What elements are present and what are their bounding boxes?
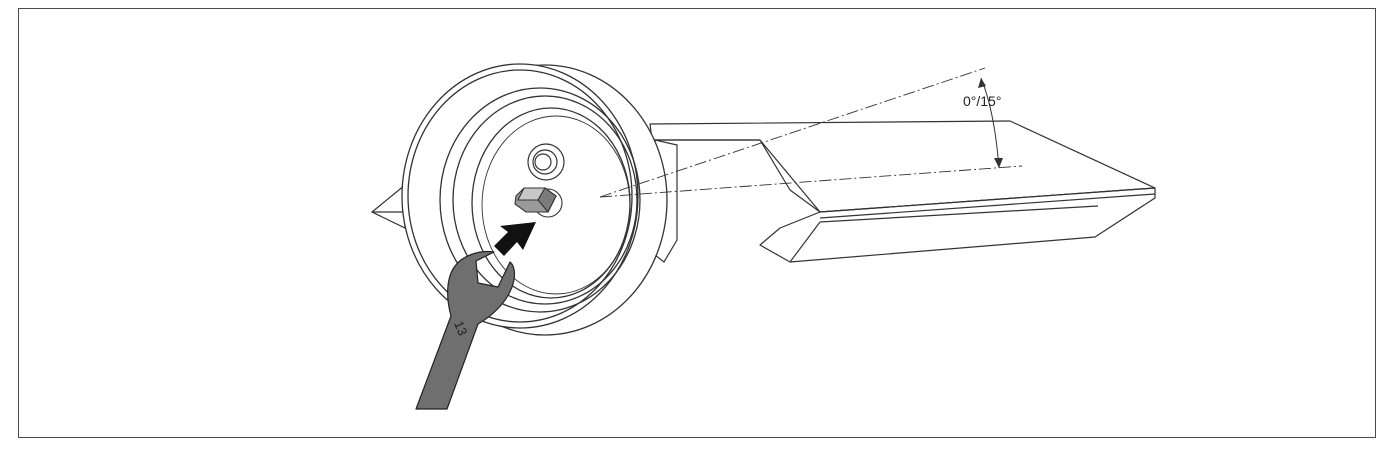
angle-arc [978, 77, 1003, 169]
left-tip [370, 183, 406, 229]
angle-label: 0°/15° [963, 93, 1001, 109]
figure-frame [18, 8, 1376, 438]
angle-reference-lines [599, 67, 1023, 198]
upper-nut [527, 143, 565, 181]
tool-arm [649, 120, 1156, 263]
hex-bolt-icon [514, 187, 563, 218]
wrench-icon [415, 250, 516, 410]
wrench-size-label: 13 [451, 319, 470, 338]
arrow-icon [494, 222, 536, 256]
